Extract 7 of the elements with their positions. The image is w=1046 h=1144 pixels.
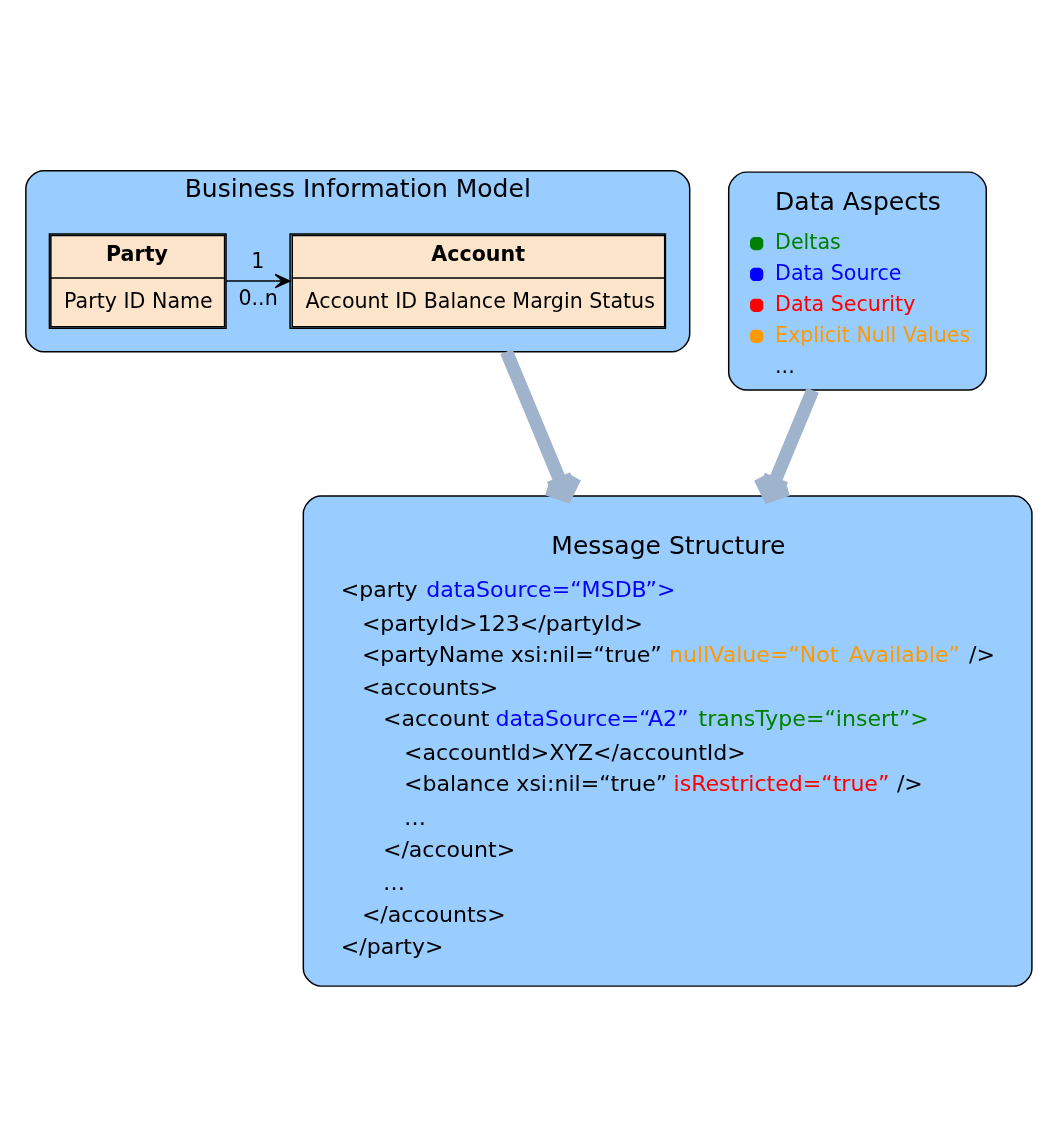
node-box: Message Structure <party dataSource=“MSDB”> <partyId>123</partyId> <partyName xsi:nil=“true” nullValue=“Not Available” /> <accounts> <account dataSource=“A2” transType=“insert”> <accountId>XYZ</accountId> <balance xsi:nil=“true” isRestricted=“true” /> … </account> … </accounts> </party> bbox=[302, 494, 1033, 987]
arrow bbox=[225, 273, 291, 288]
arrow bbox=[753, 387, 819, 502]
label: 1 bbox=[251, 248, 265, 273]
label: 0..n bbox=[238, 285, 278, 310]
arrow bbox=[500, 348, 582, 502]
node-box: Data Aspects Deltas Data Source Data Security Explicit Null Values ... bbox=[727, 170, 988, 391]
